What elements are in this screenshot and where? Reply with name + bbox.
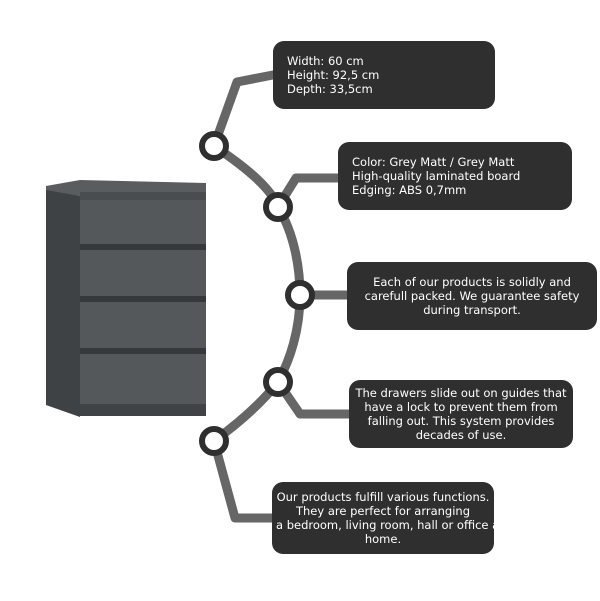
- callout-drawer-guides: The drawers slide out on guides that hav…: [349, 380, 573, 448]
- callout-line: have a lock to prevent them from: [364, 400, 558, 414]
- dresser-drawer-4: [80, 354, 206, 404]
- connector-branch-1: [209, 69, 283, 151]
- callout-line: Edging: ABS 0,7mm: [352, 183, 467, 197]
- dresser-drawer-2: [80, 250, 206, 296]
- callout-line: Color: Grey Matt / Grey Matt: [352, 155, 515, 169]
- node-4: [263, 367, 293, 397]
- callout-line: The drawers slide out on guides that: [355, 386, 567, 400]
- dresser-plinth: [80, 404, 206, 416]
- dresser-side: [46, 190, 80, 417]
- callout-line: decades of use.: [415, 428, 507, 442]
- callout-material: Color: Grey Matt / Grey Matt High-qualit…: [338, 142, 572, 210]
- callout-line: High-quality laminated board: [352, 169, 521, 183]
- dresser-drawer-1: [80, 200, 206, 244]
- callout-line: Width: 60 cm: [287, 54, 364, 68]
- callout-functions: Our products fulfill various functions. …: [272, 482, 504, 554]
- callout-line: Our products fulfill various functions.: [276, 490, 490, 504]
- connector-branch-5: [209, 436, 281, 523]
- callout-dimensions: Width: 60 cm Height: 92,5 cm Depth: 33,5…: [273, 41, 495, 109]
- callout-line: falling out. This system provides: [367, 414, 555, 428]
- drawer-gap: [80, 244, 206, 250]
- callout-line: during transport.: [423, 303, 521, 317]
- dresser-drawer-3: [80, 302, 206, 348]
- callout-line: home.: [364, 532, 402, 546]
- callout-line: Depth: 33,5cm: [287, 82, 373, 96]
- connector-nodes: [199, 131, 315, 456]
- node-3: [285, 280, 315, 310]
- drawer-gap: [80, 296, 206, 302]
- callout-line: a bedroom, living room, hall or office a…: [276, 518, 504, 532]
- connector-lines: [209, 69, 357, 523]
- callout-line: Height: 92,5 cm: [287, 68, 380, 82]
- node-2: [263, 192, 293, 222]
- callout-line: carefull packed. We guarantee safety: [364, 289, 580, 303]
- callout-line: Each of our products is solidly and: [373, 275, 571, 289]
- node-5: [199, 426, 229, 456]
- callout-line: They are perfect for arranging: [295, 504, 470, 518]
- callout-packaging: Each of our products is solidly and care…: [347, 262, 597, 330]
- dresser-illustration: [46, 180, 206, 417]
- node-1: [199, 131, 229, 161]
- drawer-gap: [80, 348, 206, 354]
